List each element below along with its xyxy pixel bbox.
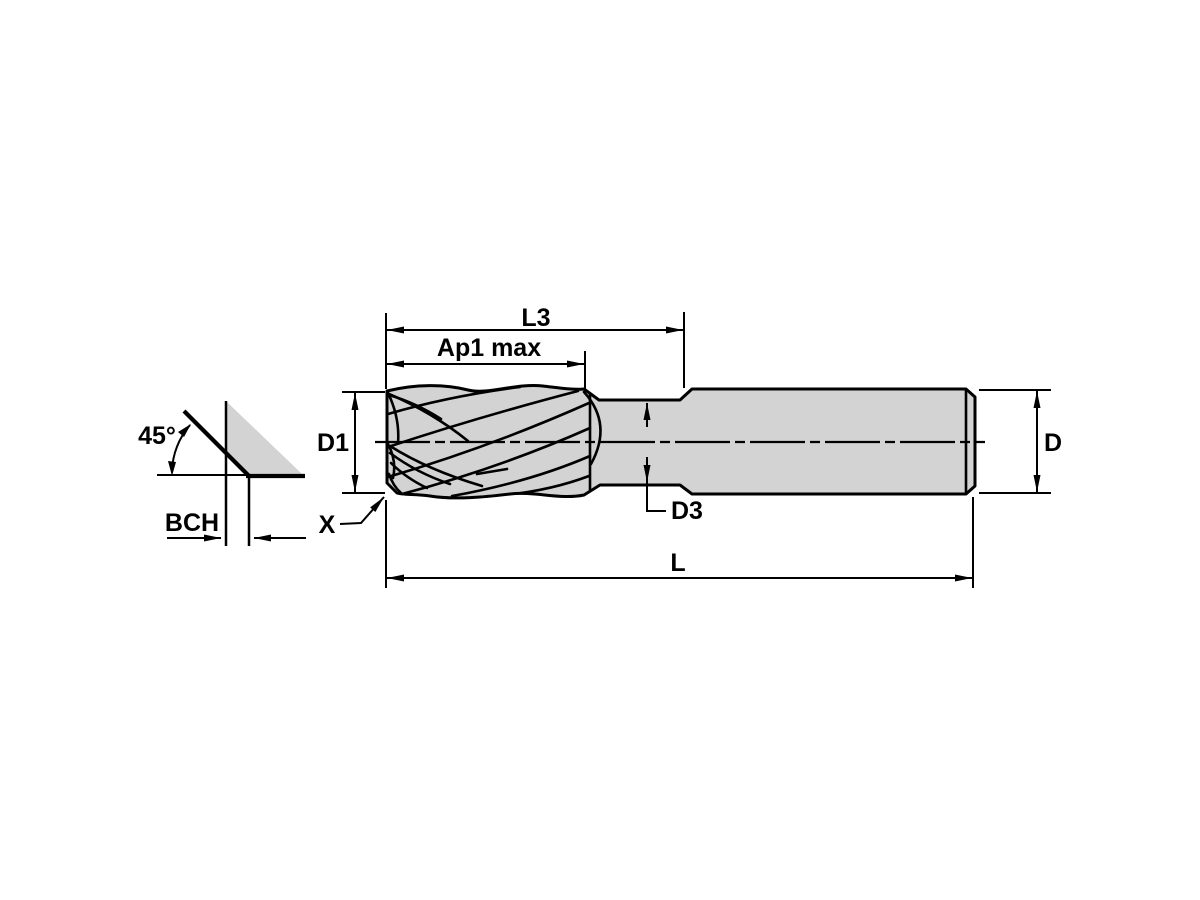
- dimension-d1: D1: [317, 391, 385, 494]
- flute-short-segment: [475, 467, 509, 476]
- dimension-d: D: [979, 389, 1062, 494]
- angle-arc-arrow-bottom: [168, 461, 176, 476]
- flute-detail-lines: [387, 385, 968, 498]
- label-bch: BCH: [165, 509, 219, 537]
- angle-arc-arrow-top: [178, 424, 191, 437]
- dimension-l: L: [385, 497, 974, 588]
- corner-fan-5: [389, 461, 429, 490]
- dimension-ap1-max: Ap1 max: [387, 334, 586, 390]
- d3-leader: [646, 482, 666, 512]
- label-ap1-max: Ap1 max: [437, 334, 541, 362]
- chamfer-removed-material: [227, 402, 302, 474]
- helix-line-2: [387, 389, 580, 449]
- x-leader: [339, 496, 385, 525]
- flute-petal: [582, 390, 602, 466]
- label-l3: L3: [521, 304, 550, 332]
- chamfer-edge-line: [182, 409, 251, 478]
- end-mill-body: [375, 384, 985, 500]
- label-x: X: [319, 511, 336, 539]
- corner-fan-4: [388, 451, 452, 486]
- dimension-l3: L3: [385, 304, 685, 389]
- callout-x: X: [319, 496, 385, 539]
- dimension-d3: D3: [643, 403, 703, 525]
- corner-fan-3: [388, 444, 484, 488]
- corner-fan-2: [387, 393, 443, 421]
- label-d1: D1: [317, 429, 349, 457]
- end-face-curve-1: [387, 391, 400, 445]
- label-chamfer-angle: 45°: [138, 422, 176, 450]
- label-l: L: [670, 549, 685, 577]
- helix-line-3: [387, 401, 591, 479]
- label-d3: D3: [671, 497, 703, 525]
- helix-line-1: [387, 385, 522, 416]
- chamfer-detail: 45° BCH: [138, 401, 306, 546]
- helix-line-5: [450, 454, 592, 498]
- label-d: D: [1044, 429, 1062, 457]
